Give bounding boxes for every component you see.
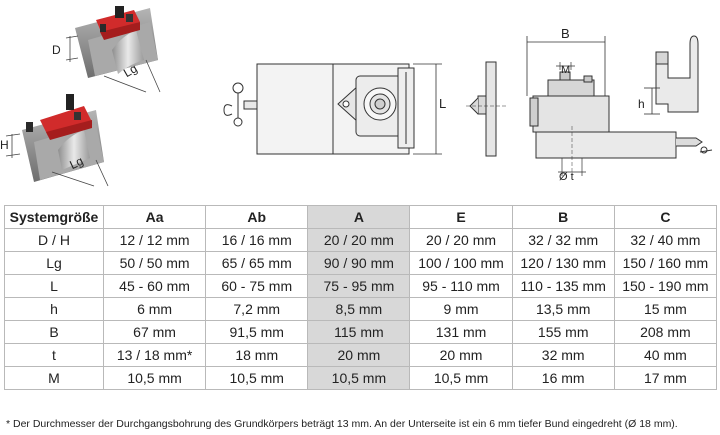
table-cell: 155 mm	[511, 320, 615, 344]
table-cell: 13,5 mm	[511, 297, 615, 321]
table-cell: 9 mm	[409, 297, 513, 321]
column-header: Ab	[205, 205, 309, 229]
front-view-drawing	[526, 36, 713, 180]
table-cell: 13 / 18 mm*	[102, 343, 207, 367]
row-label-cell: h	[4, 297, 104, 321]
table-cell: 7,2 mm	[205, 297, 309, 321]
label-M: M	[561, 64, 570, 76]
row-label-cell: M	[4, 366, 104, 390]
row-label-cell: D / H	[4, 228, 104, 252]
table-cell: 10,5 mm	[307, 366, 411, 390]
table-cell: 75 - 95 mm	[307, 274, 411, 298]
table-cell: 131 mm	[409, 320, 513, 344]
table-cell: 208 mm	[613, 320, 718, 344]
table-cell: 6 mm	[102, 297, 207, 321]
table-cell: 32 / 40 mm	[613, 228, 718, 252]
h-dimension	[644, 87, 660, 115]
table-cell: 20 mm	[409, 343, 513, 367]
table-cell: 10,5 mm	[409, 366, 513, 390]
table-cell: 150 - 190 mm	[613, 274, 718, 298]
label-D: D	[52, 43, 61, 57]
table-cell: 18 mm	[205, 343, 309, 367]
label-L: L	[439, 96, 446, 111]
table-cell: 60 - 75 mm	[205, 274, 309, 298]
table-cell: 20 mm	[307, 343, 411, 367]
table-cell: 32 / 32 mm	[511, 228, 615, 252]
table-cell: 115 mm	[307, 320, 411, 344]
tool-holder-photo-top: D Lg	[52, 6, 161, 93]
table-cell: 120 / 130 mm	[511, 251, 615, 275]
technical-illustrations: D Lg H Lg	[0, 6, 713, 187]
table-header-row: Systemgröße Aa Ab A E B C	[4, 205, 718, 229]
row-label-cell: B	[4, 320, 104, 344]
table-cell: 150 / 160 mm	[613, 251, 718, 275]
column-header: E	[409, 205, 513, 229]
column-header: Systemgröße	[4, 205, 104, 229]
column-header: C	[613, 205, 718, 229]
label-Lg-bottom: Lg	[67, 154, 85, 172]
column-header: Aa	[102, 205, 207, 229]
table-cell: 10,5 mm	[102, 366, 207, 390]
table-cell: 12 / 12 mm	[102, 228, 207, 252]
table-cell: 16 / 16 mm	[205, 228, 309, 252]
table-cell: 17 mm	[613, 366, 718, 390]
row-label-cell: t	[4, 343, 104, 367]
table-cell: 20 / 20 mm	[307, 228, 411, 252]
column-header-highlighted: A	[307, 205, 411, 229]
holder-profile-drawing	[655, 35, 699, 113]
top-view-drawing	[223, 63, 442, 155]
row-label-cell: Lg	[4, 251, 104, 275]
table-cell: 15 mm	[613, 297, 718, 321]
table-cell: 90 / 90 mm	[307, 251, 411, 275]
footnote: * Der Durchmesser der Durchgangsbohrung …	[6, 418, 678, 430]
tool-holder-photo-bottom: H Lg	[0, 94, 109, 187]
label-t: Ø t	[559, 171, 574, 183]
table-cell: 110 - 135 mm	[511, 274, 615, 298]
table-cell: 95 - 110 mm	[409, 274, 513, 298]
table-cell: 45 - 60 mm	[102, 274, 207, 298]
column-header: B	[511, 205, 615, 229]
table-cell: 16 mm	[511, 366, 615, 390]
table-cell: 20 / 20 mm	[409, 228, 513, 252]
label-H: H	[0, 138, 9, 152]
table-cell: 91,5 mm	[205, 320, 309, 344]
row-label-cell: L	[4, 274, 104, 298]
label-B: B	[561, 26, 570, 41]
table-cell: 65 / 65 mm	[205, 251, 309, 275]
table-cell: 8,5 mm	[307, 297, 411, 321]
table-cell: 40 mm	[613, 343, 718, 367]
table-cell: 100 / 100 mm	[409, 251, 513, 275]
table-cell: 10,5 mm	[205, 366, 309, 390]
label-h: h	[638, 97, 645, 111]
table-cell: 32 mm	[511, 343, 615, 367]
tool-post-side-view	[466, 61, 506, 157]
label-Lg-top: Lg	[121, 61, 140, 80]
table-cell: 67 mm	[102, 320, 207, 344]
table-cell: 50 / 50 mm	[102, 251, 207, 275]
